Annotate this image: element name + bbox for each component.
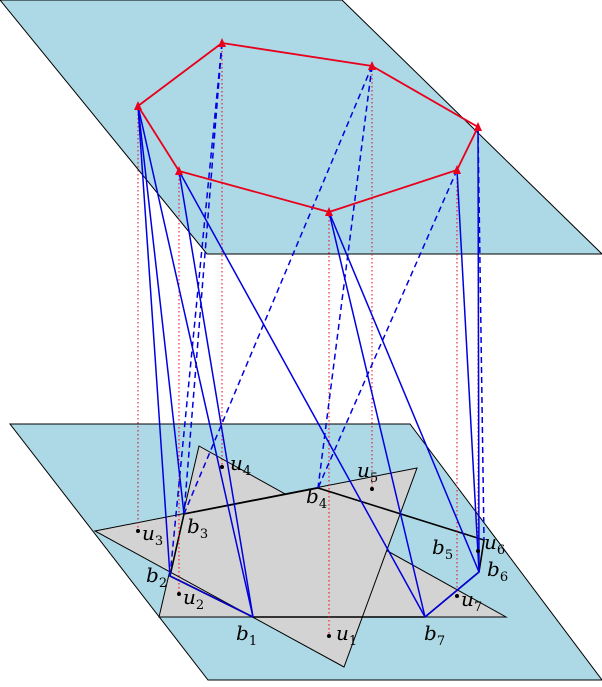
label-b5: b5 (432, 535, 453, 563)
upper-vertices (134, 38, 482, 216)
projection-lines (137, 43, 479, 636)
label-b7: b7 (424, 621, 445, 649)
label-b3: b3 (187, 514, 208, 542)
upper-plane (0, 0, 602, 255)
labels: b1 b2 b3 b4 b5 b6 b7 u1 u2 u3 u4 u5 u6 u… (142, 451, 508, 649)
label-u2: u2 (183, 585, 204, 613)
base-points (136, 465, 480, 638)
label-b6: b6 (487, 557, 508, 585)
label-u6: u6 (484, 530, 505, 558)
label-b4: b4 (306, 484, 327, 512)
label-u5: u5 (357, 458, 378, 486)
label-b2: b2 (146, 563, 167, 591)
label-b1: b1 (236, 621, 257, 649)
label-u1: u1 (336, 621, 357, 649)
label-u4: u4 (230, 451, 251, 479)
dashed-connectors (169, 42, 485, 577)
label-u3: u3 (142, 521, 163, 549)
solid-connectors (137, 105, 480, 618)
upper-polygon (136, 42, 480, 213)
label-u7: u7 (461, 587, 482, 615)
